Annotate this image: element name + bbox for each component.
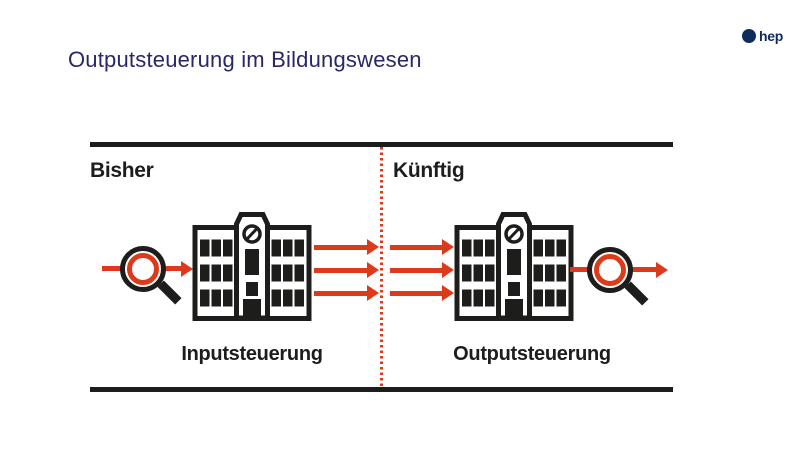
magnifier-handle [624, 281, 649, 306]
hep-logo: hep [742, 28, 783, 44]
flow-arrow-icon [314, 290, 367, 296]
flow-arrow-icon [390, 290, 442, 296]
flow-arrow-icon [390, 244, 442, 250]
dotted-divider-line [380, 147, 383, 387]
flow-arrow-icon [314, 267, 367, 273]
logo-dot-icon [742, 29, 756, 43]
magnifying-glass-icon [120, 246, 182, 305]
school-building-icon [192, 211, 312, 321]
flow-arrow-icon [314, 244, 367, 250]
magnifier-inner-ring [127, 253, 159, 285]
flow-line [570, 267, 600, 272]
caption-outputsteuerung: Outputsteuerung [453, 343, 611, 365]
flow-arrow-icon [626, 267, 656, 272]
magnifying-glass-icon [587, 247, 649, 306]
flow-arrow-icon [390, 267, 442, 273]
heading-bisher: Bisher [90, 159, 154, 182]
logo-text: hep [759, 28, 783, 44]
flow-line [102, 266, 130, 271]
frame-bottom-rule [90, 387, 673, 392]
frame-top-rule [90, 142, 673, 147]
page-title: Outputsteuerung im Bildungswesen [68, 47, 422, 72]
heading-kuenftig: Künftig [393, 159, 465, 182]
flow-arrow-icon [158, 266, 181, 271]
magnifier-inner-ring [594, 254, 626, 286]
school-building-icon [454, 211, 574, 321]
caption-inputsteuerung: Inputsteuerung [181, 343, 323, 365]
magnifier-handle [157, 280, 182, 305]
